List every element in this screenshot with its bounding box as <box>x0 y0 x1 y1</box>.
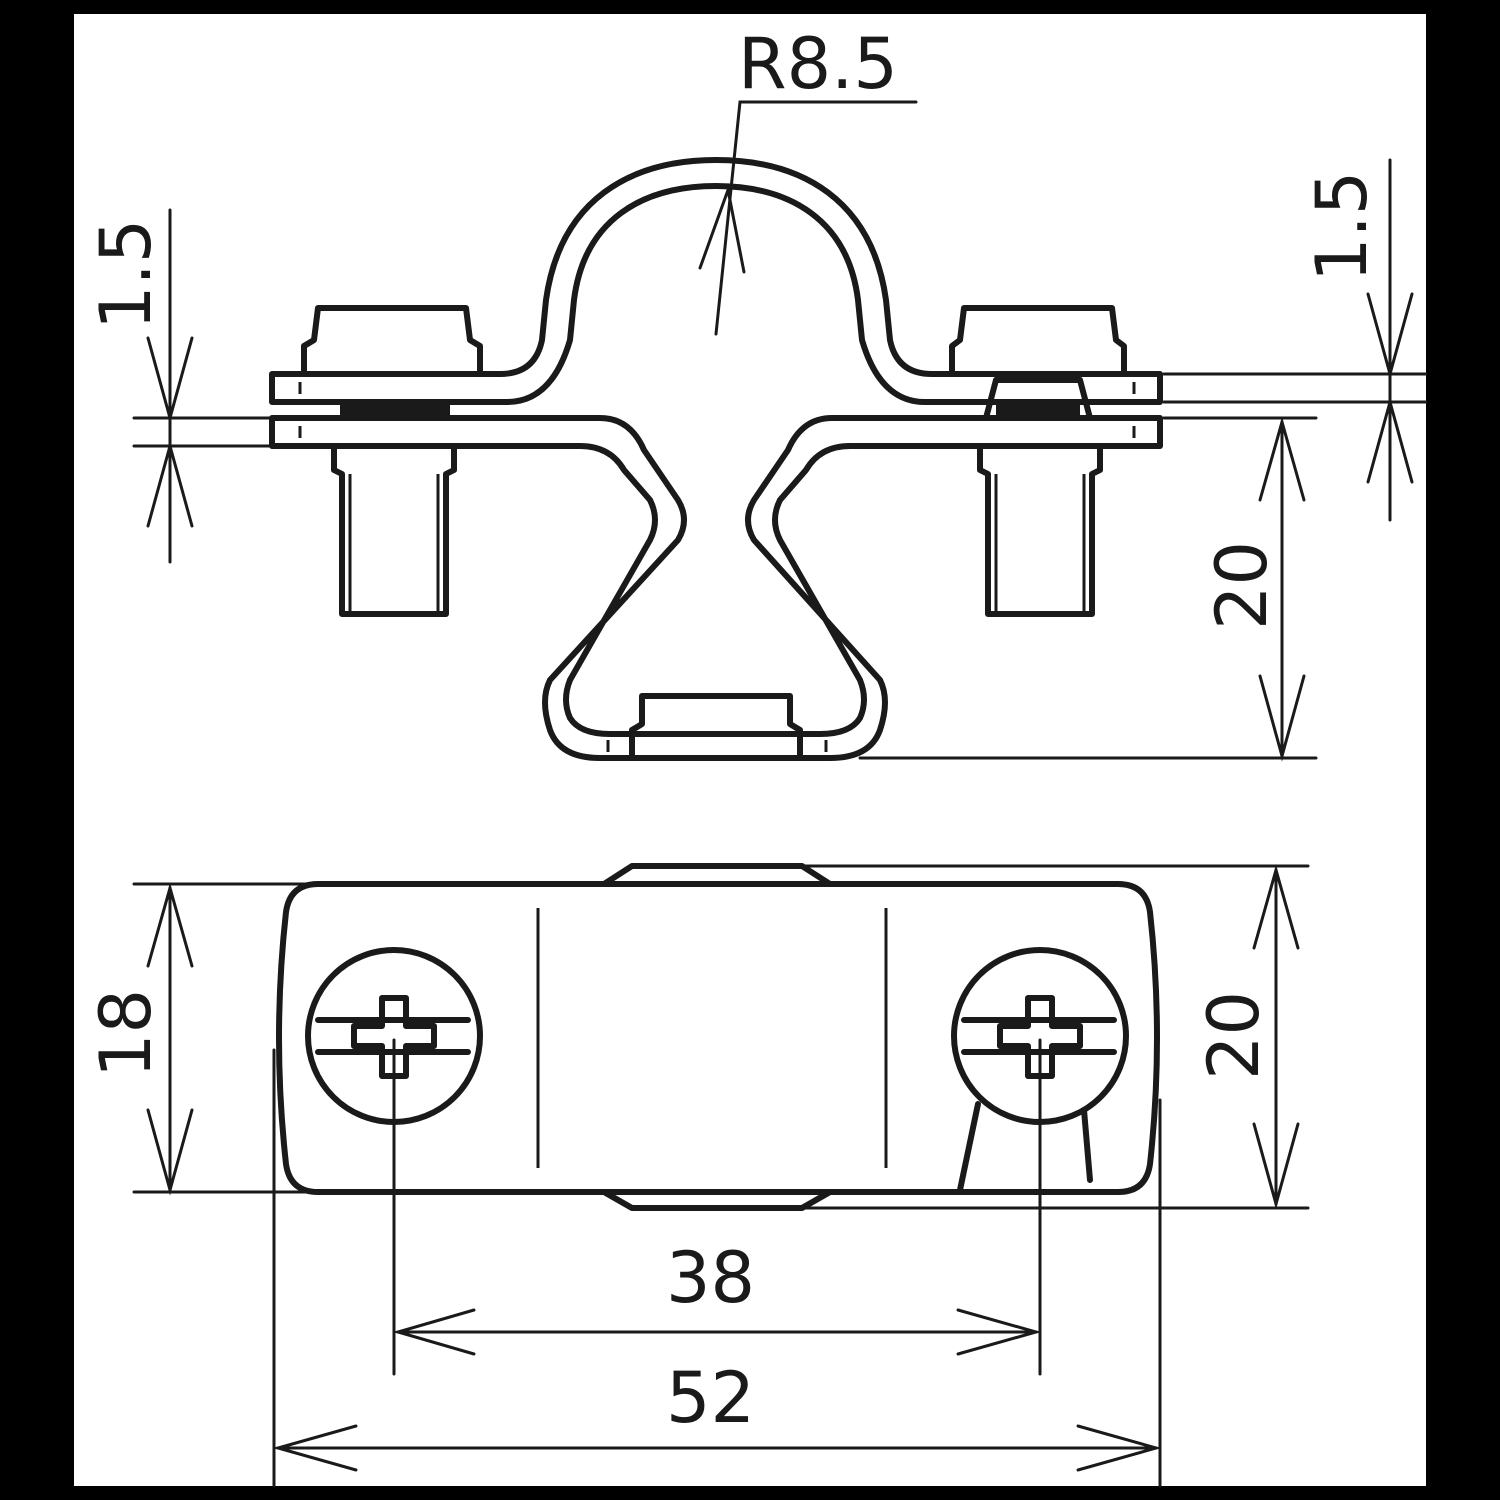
right-screw-shank <box>977 443 1103 617</box>
side-view <box>269 157 1163 761</box>
right-screw-cross <box>997 995 1083 1079</box>
right-nut <box>983 377 1093 421</box>
hole-spacing-label: 38 <box>666 1237 755 1319</box>
paper <box>74 14 1426 1486</box>
height-dimension-side: 20 <box>858 416 1318 762</box>
left-washer <box>340 404 450 416</box>
saddle-band <box>601 863 833 887</box>
width-label-18: 18 <box>85 989 167 1078</box>
width-dimension-20: 20 <box>804 864 1310 1210</box>
radius-label: R8.5 <box>738 23 898 105</box>
thickness-dimension-right: 1.5 <box>1162 158 1428 522</box>
right-screw-head <box>949 305 1127 377</box>
thickness-label-right: 1.5 <box>1301 171 1383 282</box>
left-screw-cross <box>351 995 437 1079</box>
overall-length-dimension: 52 <box>272 1048 1162 1488</box>
width-label-20: 20 <box>1193 991 1275 1080</box>
right-washer <box>996 404 1080 416</box>
saddle-band-bottom <box>601 1189 833 1211</box>
width-dimension-18: 18 <box>85 882 312 1196</box>
height-label-side: 20 <box>1201 541 1283 630</box>
right-screw-shank-visible <box>957 1101 1093 1193</box>
left-screw-shank <box>331 443 457 617</box>
left-screw-head <box>301 305 483 377</box>
thickness-dimension-left: 1.5 <box>85 208 334 564</box>
lower-strap <box>269 415 1163 761</box>
hole-spacing-dimension: 38 <box>392 1038 1042 1376</box>
top-view <box>276 863 1160 1211</box>
radius-dimension: R8.5 <box>698 23 918 336</box>
upper-strap <box>269 157 1163 405</box>
clamp-plate <box>276 881 1160 1195</box>
loop-nut <box>629 693 803 761</box>
thickness-label-left: 1.5 <box>85 219 167 330</box>
overall-length-label: 52 <box>666 1357 755 1439</box>
